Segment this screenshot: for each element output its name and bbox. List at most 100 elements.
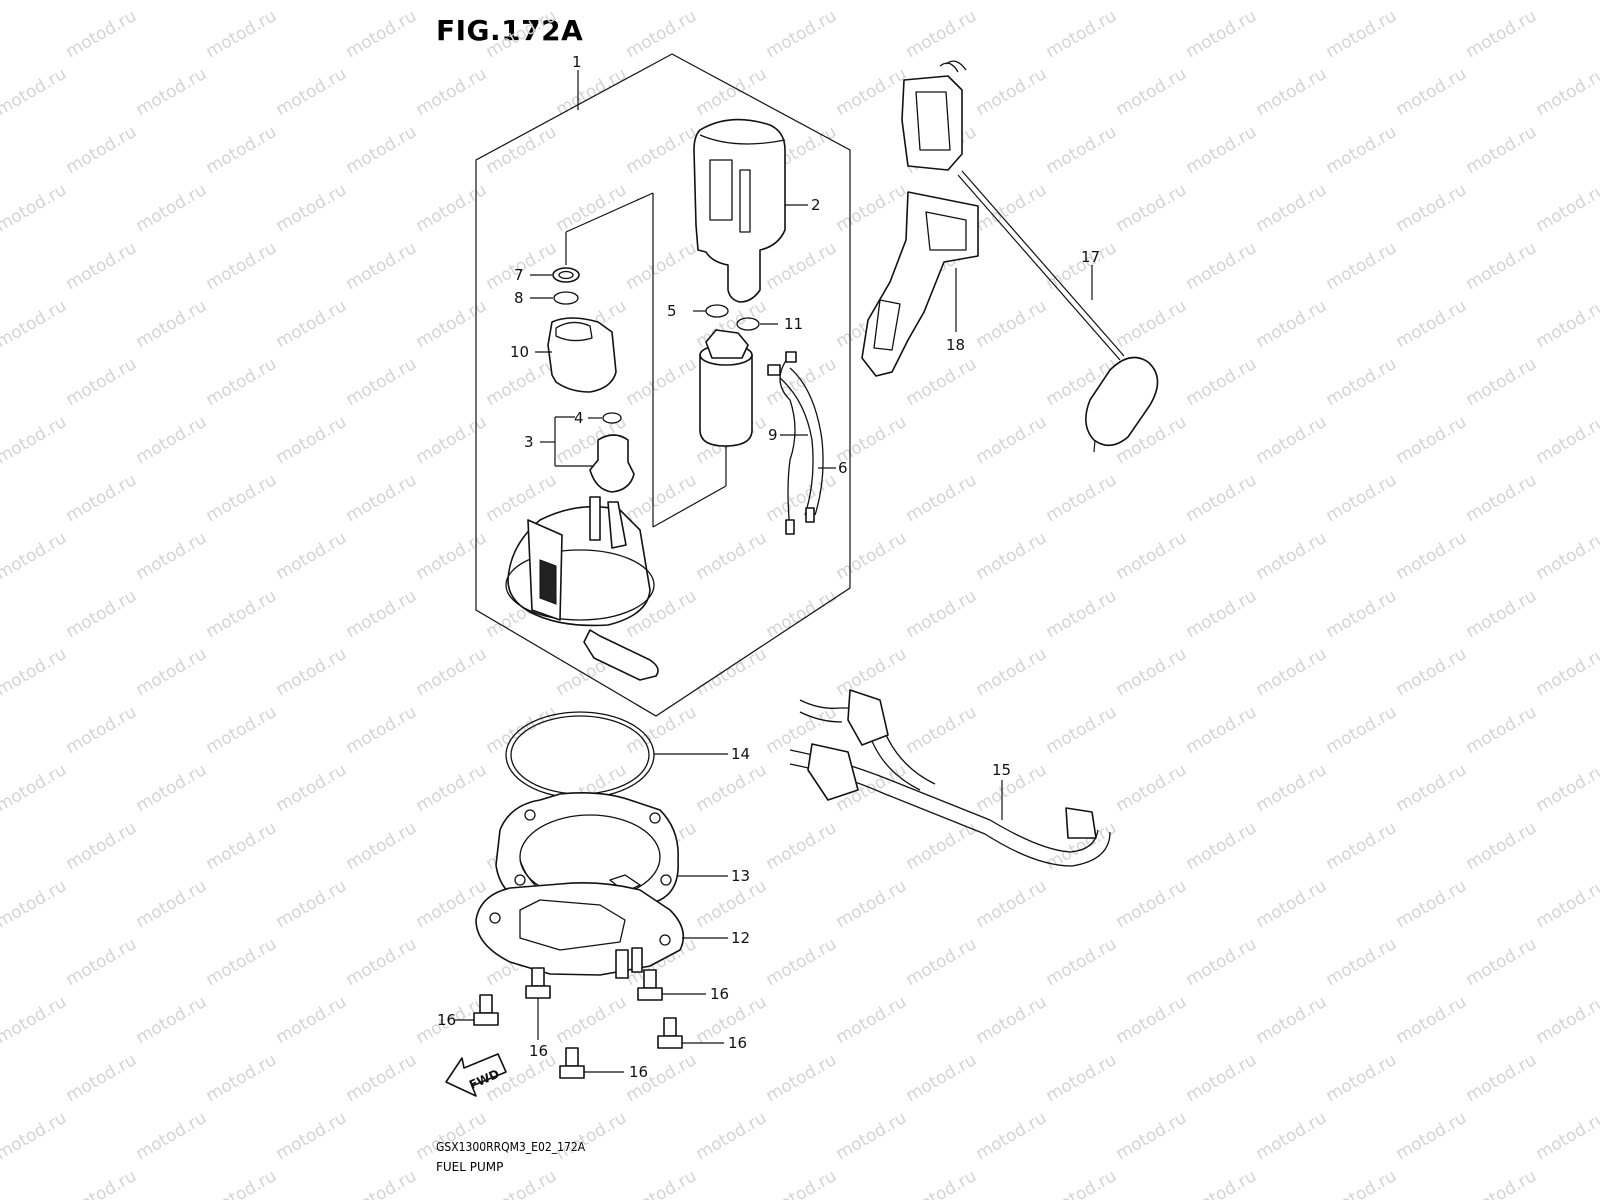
watermark-text: motod.ru [343,702,421,758]
watermark-text: motod.ru [1323,354,1401,410]
watermark-text: motod.ru [63,354,141,410]
part-11-oring [736,317,778,331]
watermark-text: motod.ru [1043,470,1121,526]
screw-a [455,994,499,1026]
watermark-text: motod.ru [0,180,70,236]
watermark-text: motod.ru [0,296,70,352]
watermark-text: motod.ru [1393,760,1471,816]
screw-e [559,1047,624,1079]
watermark-text: motod.ru [133,64,211,120]
watermark-text: motod.ru [623,1166,701,1200]
watermark-text: motod.ru [1323,818,1401,874]
watermark-text: motod.ru [1183,1166,1261,1200]
watermark-text: motod.ru [1043,238,1121,294]
watermark-text: motod.ru [0,412,70,468]
watermark-text: motod.ru [973,412,1051,468]
watermark-text: motod.ru [273,64,351,120]
screw-c [637,969,706,1001]
watermark-text: motod.ru [133,180,211,236]
watermark-text: motod.ru [1253,180,1331,236]
watermark-text: motod.ru [203,470,281,526]
watermark-text: motod.ru [1183,702,1261,758]
watermark-text: motod.ru [973,0,1051,4]
watermark-text: motod.ru [203,1166,281,1200]
watermark-text: motod.ru [903,702,981,758]
watermark-text: motod.ru [1253,528,1331,584]
watermark-text: motod.ru [903,818,981,874]
watermark-text: motod.ru [1323,1050,1401,1106]
watermark-text: motod.ru [1253,1108,1331,1164]
watermark-text: motod.ru [1463,818,1541,874]
callout-12: 12 [731,929,750,947]
watermark-text: motod.ru [1323,122,1401,178]
part-17-fuel-level-gauge [901,60,1159,453]
part-7-seal [530,267,580,283]
watermark-text: motod.ru [0,992,70,1048]
watermark-text: motod.ru [1463,354,1541,410]
watermark-text: motod.ru [133,760,211,816]
watermark-text: motod.ru [203,934,281,990]
part-4-oring [588,412,622,424]
watermark-text: motod.ru [413,1108,491,1164]
watermark-text: motod.ru [973,992,1051,1048]
watermark-text: motod.ru [553,1108,631,1164]
watermark-text: motod.ru [1393,992,1471,1048]
watermark-text: motod.ru [1463,238,1541,294]
watermark-text: motod.ru [1183,818,1261,874]
watermark-text: motod.ru [133,0,211,4]
watermark-text: motod.ru [903,1050,981,1106]
watermark-text: motod.ru [1463,470,1541,526]
watermark-text: motod.ru [63,702,141,758]
watermark-text: motod.ru [133,296,211,352]
callout-5: 5 [667,302,677,320]
watermark-text: motod.ru [903,1166,981,1200]
watermark-text: motod.ru [483,6,561,62]
watermark-text: motod.ru [133,528,211,584]
diagram-code: GSX1300RRQM3_E02_172A [436,1140,586,1154]
watermark-text: motod.ru [1323,702,1401,758]
watermark-text: motod.ru [1183,470,1261,526]
watermark-text: motod.ru [63,586,141,642]
watermark-text: motod.ru [1533,180,1600,236]
watermark-text: motod.ru [903,6,981,62]
watermark-text: motod.ru [1393,1108,1471,1164]
watermark-text: motod.ru [1463,702,1541,758]
callout-16-c: 16 [710,985,729,1003]
part-12-plate [475,882,728,979]
watermark-text: motod.ru [1113,528,1191,584]
watermark-text: motod.ru [1253,644,1331,700]
callout-7: 7 [514,266,524,284]
watermark-text: motod.ru [203,122,281,178]
callout-14: 14 [731,745,750,763]
callout-16-d: 16 [728,1034,747,1052]
callout-13: 13 [731,867,750,885]
watermark-text: motod.ru [693,760,771,816]
watermark-text: motod.ru [273,760,351,816]
watermark-text: motod.ru [1043,934,1121,990]
watermark-text: motod.ru [1113,0,1191,4]
fuel-pump-motor [699,329,753,458]
watermark-text: motod.ru [343,586,421,642]
callout-9: 9 [768,426,778,444]
watermark-text: motod.ru [133,412,211,468]
watermark-text: motod.ru [1113,992,1191,1048]
watermark-text: motod.ru [1533,876,1600,932]
watermark-text: motod.ru [63,122,141,178]
watermark-text: motod.ru [693,0,771,4]
watermark-text: motod.ru [973,64,1051,120]
watermark-text: motod.ru [1183,238,1261,294]
watermark-text: motod.ru [133,876,211,932]
watermark-text: motod.ru [973,1108,1051,1164]
callout-3: 3 [524,433,534,451]
watermark-text: motod.ru [1533,644,1600,700]
watermark-text: motod.ru [1323,586,1401,642]
callout-6: 6 [838,459,848,477]
watermark-text: motod.ru [1323,470,1401,526]
figure-title: FIG.172A [436,14,584,47]
watermark-text: motod.ru [1323,6,1401,62]
watermark-text: motod.ru [273,528,351,584]
watermark-text: motod.ru [833,64,911,120]
watermark-text: motod.ru [693,1108,771,1164]
